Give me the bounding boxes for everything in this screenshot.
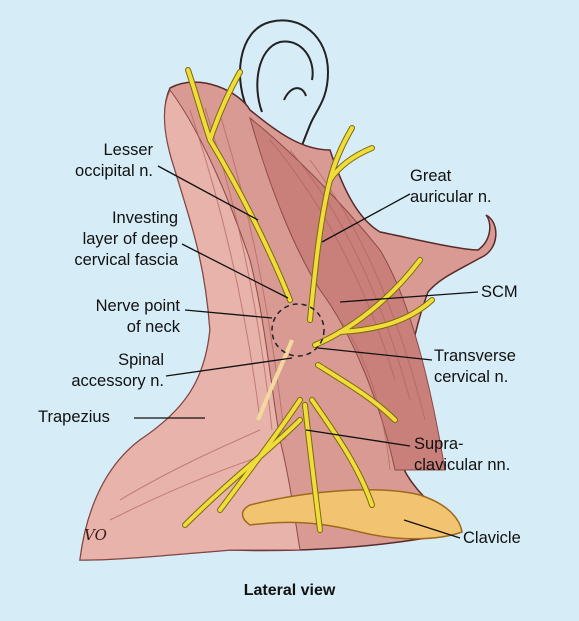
label-line: occipital n.	[75, 162, 153, 180]
label-investing-layer: Investing layer of deep cervical fascia	[40, 208, 178, 271]
label-line: clavicular nn.	[414, 456, 511, 474]
label-scm: SCM	[481, 283, 518, 301]
label-nerve-point: Nerve point of neck	[60, 296, 180, 338]
label-transverse-cervical: Transverse cervical n.	[434, 346, 516, 388]
label-line: Transverse	[434, 347, 516, 365]
trapezius-muscle	[79, 89, 301, 561]
label-line: Investing	[111, 209, 178, 227]
ear-outline	[239, 19, 330, 163]
clavicle-bone	[241, 489, 463, 540]
label-clavicle: Clavicle	[463, 529, 521, 547]
label-line: Lesser	[103, 141, 153, 159]
label-line: Supra-	[414, 435, 464, 453]
label-trapezius: Trapezius	[38, 408, 110, 426]
scm-muscle	[249, 116, 446, 471]
nerve-point-circle	[271, 303, 325, 357]
label-line: layer of deep	[82, 230, 178, 248]
svg-text:VO: VO	[84, 526, 107, 544]
spinal-accessory-nerve	[256, 339, 294, 421]
label-line: Nerve point	[95, 297, 180, 315]
nerve-branches	[182, 67, 435, 533]
label-lesser-occipital: Lesser occipital n.	[60, 140, 153, 182]
leader-lines	[134, 165, 479, 539]
label-line: cervical n.	[434, 368, 509, 386]
label-great-auricular: Great auricular n.	[410, 166, 492, 208]
label-line: accessory n.	[71, 372, 164, 390]
label-supraclavicular: Supra- clavicular nn.	[414, 434, 510, 476]
label-line: of neck	[126, 318, 180, 336]
label-line: Great	[410, 167, 452, 185]
label-spinal-accessory: Spinal accessory n.	[60, 350, 164, 392]
artist-signature: VO	[84, 526, 107, 544]
label-line: Spinal	[118, 351, 164, 369]
label-line: auricular n.	[410, 188, 492, 206]
figure-caption: Lateral view	[243, 582, 336, 599]
label-line: cervical fascia	[74, 251, 178, 269]
